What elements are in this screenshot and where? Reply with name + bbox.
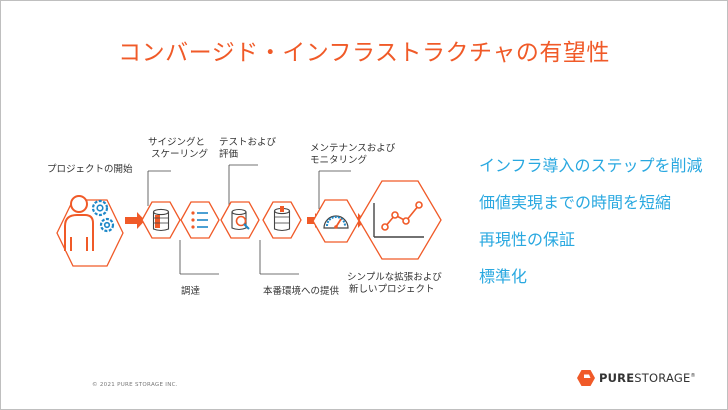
copyright-text: © 2021 PURE STORAGE INC.: [92, 382, 178, 388]
label-expansion-1: シンプルな拡張および: [347, 272, 442, 283]
list-icon: [191, 211, 208, 229]
gear-icon: [91, 199, 109, 217]
label-maintenance-2: モニタリング: [310, 155, 368, 166]
test-hexagon: [220, 201, 260, 239]
benefit-item: 再現性の保証: [479, 230, 576, 249]
gear-icon: [99, 217, 115, 233]
label-test-2: 評価: [219, 149, 239, 160]
expansion-hexagon: [358, 180, 442, 260]
gauge-icon: [323, 215, 349, 229]
label-sizing-2: スケーリング: [151, 149, 209, 160]
benefit-item: インフラ導入のステップを削減: [479, 156, 703, 175]
pure-logo-icon: [577, 370, 595, 386]
benefit-item: 標準化: [479, 267, 528, 286]
logo-pure: PURE: [599, 371, 635, 385]
logo-storage: STORAGE: [634, 371, 691, 385]
monitoring-hexagon: [312, 199, 360, 243]
logo-wordmark: PURESTORAGE®: [599, 371, 696, 385]
label-maintenance-1: メンテナンスおよび: [310, 143, 396, 154]
pure-storage-logo: PURESTORAGE®: [577, 370, 696, 386]
label-production: 本番環境への提供: [263, 286, 340, 297]
project-start-hexagon: [56, 195, 124, 267]
procurement-hexagon: [180, 201, 220, 239]
label-procurement: 調達: [181, 286, 201, 297]
label-expansion-2: 新しいプロジェクト: [349, 284, 435, 295]
database-search-icon: [231, 208, 250, 231]
database-icon: [152, 208, 170, 232]
sizing-hexagon: [141, 201, 181, 239]
person-icon: [64, 195, 94, 251]
logo-registered: ®: [690, 373, 696, 380]
label-test-1: テストおよび: [219, 137, 277, 148]
line-chart-icon: [373, 201, 424, 238]
production-hexagon: [262, 201, 302, 239]
benefits-list: インフラ導入のステップを削減 価値実現までの時間を短縮 再現性の保証 標準化: [479, 155, 703, 303]
label-sizing-1: サイジングと: [148, 137, 206, 148]
slide-title: コンバージド・インフラストラクチャの有望性: [118, 40, 610, 66]
benefit-item: 価値実現までの時間を短縮: [479, 193, 672, 212]
label-connectors: [147, 164, 351, 275]
database-icon: [273, 206, 291, 232]
label-project-start: プロジェクトの開始: [47, 164, 133, 175]
